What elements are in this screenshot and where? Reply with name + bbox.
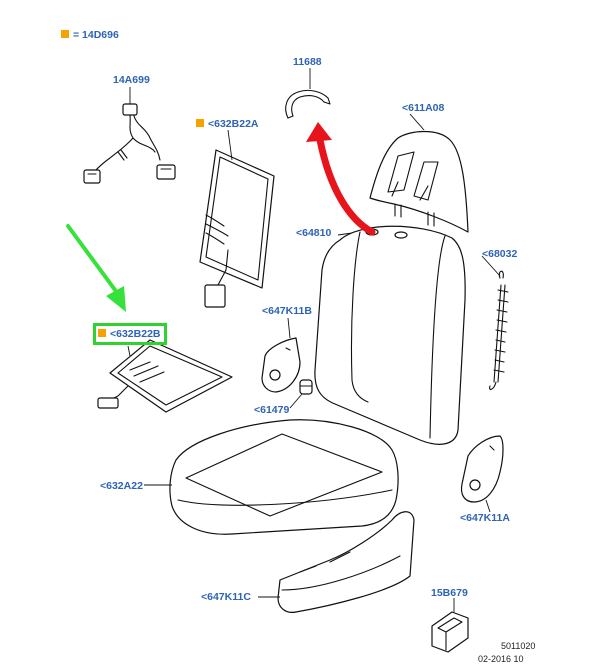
label-647K11B[interactable]: <647K11B: [262, 305, 312, 317]
label-68032[interactable]: <68032: [482, 248, 518, 260]
legend-14D696: = 14D696: [61, 29, 119, 41]
bracket-647K11A: [460, 435, 504, 513]
heater-mat-632B22B: [97, 339, 233, 413]
heater-mat-632B22A: [199, 129, 275, 308]
orange-square-icon: [61, 30, 69, 38]
red-arrow: [306, 122, 376, 236]
highlight-box: [93, 323, 167, 345]
label-64810[interactable]: <64810: [296, 227, 332, 239]
seat-cushion-632A22: [144, 419, 399, 535]
trim-647K11C: [258, 511, 415, 613]
green-arrow: [66, 224, 126, 312]
cover-647K11B: [261, 317, 301, 393]
switch-15B679: [431, 598, 469, 653]
label-15B679[interactable]: 15B679: [431, 587, 468, 599]
label-632B22A-row: <632B22A: [196, 118, 259, 130]
label-611A08[interactable]: <611A08: [402, 102, 445, 114]
label-647K11A[interactable]: <647K11A: [460, 512, 510, 524]
wiring-harness-14A699: [83, 87, 176, 184]
orange-square-icon: [196, 119, 204, 127]
label-632B22B-row: <632B22B: [98, 328, 161, 340]
label-14A699[interactable]: 14A699: [113, 74, 150, 86]
headrest-611A08: [369, 113, 469, 233]
label-61479[interactable]: <61479: [254, 404, 290, 416]
spring-68032: [481, 255, 509, 391]
label-632A22[interactable]: <632A22: [100, 480, 143, 492]
bushing-61479: [289, 379, 313, 409]
backrest-64810: [314, 225, 466, 445]
label-11688[interactable]: 11688: [293, 56, 322, 68]
footer-date: 02-2016 10: [478, 654, 524, 664]
label-647K11C[interactable]: <647K11C: [201, 591, 251, 603]
label-632B22A[interactable]: <632B22A: [208, 118, 259, 130]
label-632B22B[interactable]: <632B22B: [110, 328, 161, 340]
hook-11688: [285, 68, 331, 119]
orange-square-icon: [98, 329, 106, 337]
footer-code: 5011020: [501, 641, 536, 651]
